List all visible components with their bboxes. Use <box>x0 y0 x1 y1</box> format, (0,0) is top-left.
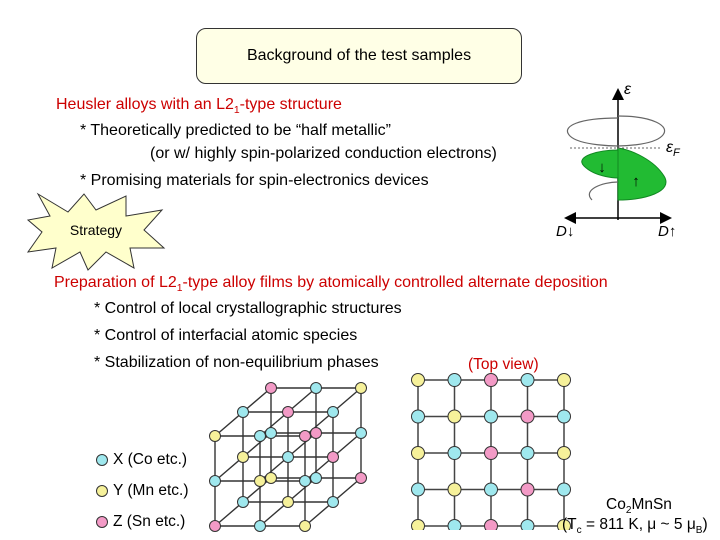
lattice-atom <box>299 520 311 532</box>
top-atom <box>411 409 425 424</box>
top-atom <box>447 409 462 424</box>
compound-formula: Co2MnSn <box>606 496 672 517</box>
lattice-atom <box>254 430 266 442</box>
spin-up-arrow: ↑ <box>632 173 640 190</box>
lattice-atom <box>299 475 311 487</box>
legend: X (Co etc.) Y (Mn etc.) Z (Sn etc.) <box>96 451 189 531</box>
top-atom <box>447 373 462 387</box>
top-atom <box>484 409 498 424</box>
lattice-atom <box>327 496 339 508</box>
top-atom <box>484 482 498 497</box>
lattice-atom <box>299 430 311 442</box>
prep-item-2: * Control of interfacial atomic species <box>94 327 358 344</box>
band-filled-up <box>617 147 667 201</box>
heusler-bullet-2: * Promising materials for spin-electroni… <box>80 172 429 189</box>
prep-heading: Preparation of L21-type alloy films by a… <box>54 274 608 295</box>
legend-swatch-z <box>96 516 108 528</box>
lattice-atom <box>355 472 367 484</box>
lattice-atom <box>310 427 322 439</box>
top-atom <box>557 373 571 387</box>
lattice-atom <box>254 475 266 487</box>
top-atom <box>411 519 425 530</box>
strategy-star: Strategy <box>26 192 166 271</box>
lattice-atom <box>254 520 266 532</box>
prep-item-3: * Stabilization of non-equilibrium phase… <box>94 354 379 371</box>
band-lower-left <box>588 181 619 201</box>
lattice-atom <box>209 520 221 532</box>
legend-swatch-y <box>96 485 108 497</box>
fermi-label: εF <box>666 139 681 159</box>
lattice-atom <box>282 406 294 418</box>
band-upper-left <box>567 117 619 147</box>
legend-swatch-x <box>96 454 108 466</box>
lattice-atom <box>237 451 249 463</box>
top-view-label: (Top view) <box>468 356 539 373</box>
top-atom <box>557 446 571 460</box>
lattice-atom <box>310 382 322 394</box>
dos-down-label: D↓ <box>556 223 574 240</box>
band-upper-right <box>617 115 665 147</box>
legend-item-z: Z (Sn etc.) <box>96 513 189 531</box>
lattice-top-view <box>411 373 571 530</box>
top-atom <box>411 482 425 497</box>
top-atom <box>411 446 425 460</box>
top-atom <box>557 482 571 497</box>
lattice-atom <box>355 427 367 439</box>
lattice-atom <box>237 496 249 508</box>
lattice-3d <box>209 382 367 532</box>
lattice-atom <box>209 475 221 487</box>
lattice-atom <box>327 406 339 418</box>
top-atom <box>520 482 535 497</box>
lattice-atom <box>310 472 322 484</box>
lattice-atom <box>355 382 367 394</box>
title-box: Background of the test samples <box>196 28 522 84</box>
lattice-atom <box>209 430 221 442</box>
band-filled-down <box>581 149 619 179</box>
lattice-atom <box>282 451 294 463</box>
spin-down-arrow: ↓ <box>598 159 606 176</box>
top-atom <box>557 519 571 530</box>
compound-props: (Tc = 811 K, μ ~ 5 μB) <box>562 516 708 537</box>
top-atom <box>447 446 462 460</box>
top-atom <box>411 373 425 387</box>
heusler-heading: Heusler alloys with an L21-type structur… <box>56 96 342 117</box>
top-atom <box>484 373 498 387</box>
lattice-atom <box>327 451 339 463</box>
lattice-atom <box>282 496 294 508</box>
top-atom <box>520 519 535 530</box>
dos-up-label: D↑ <box>658 223 676 240</box>
lattice-atom <box>237 406 249 418</box>
top-atom <box>447 482 462 497</box>
top-atom <box>520 446 535 460</box>
page-title: Background of the test samples <box>246 47 472 64</box>
top-atom <box>484 446 498 460</box>
band-diagram: ↓ ↑ ε εF D↓ D↑ <box>556 81 681 240</box>
legend-item-x: X (Co etc.) <box>96 451 189 469</box>
lattice-atom <box>265 382 277 394</box>
lattice-atom <box>265 427 277 439</box>
strategy-label: Strategy <box>70 222 122 238</box>
top-atom <box>520 373 535 387</box>
heusler-bullet-1b: (or w/ highly spin-polarized conduction … <box>150 145 497 162</box>
legend-item-y: Y (Mn etc.) <box>96 482 189 500</box>
prep-item-1: * Control of local crystallographic stru… <box>94 300 402 317</box>
top-atom <box>557 409 571 424</box>
lattice-atom <box>265 472 277 484</box>
top-atom <box>520 409 535 424</box>
top-atom <box>447 519 462 530</box>
heusler-bullet-1: * Theoretically predicted to be “half me… <box>80 122 391 139</box>
energy-label: ε <box>624 81 632 98</box>
top-atom <box>484 519 498 530</box>
